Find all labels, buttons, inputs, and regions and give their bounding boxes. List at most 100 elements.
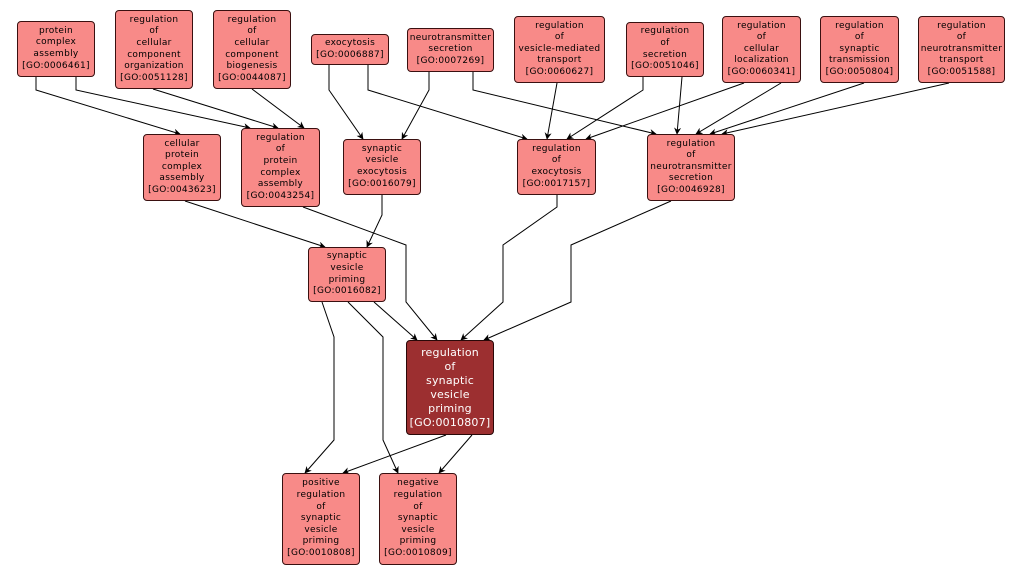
node-label-line: of (554, 32, 565, 43)
go-node-go0006887[interactable]: exocytosis[GO:0006887] (311, 34, 389, 65)
edge-GO0043254-to-GO0010807 (302, 206, 438, 341)
node-go-id: [GO:0006887] (316, 49, 384, 60)
node-label-line: synaptic (300, 513, 342, 524)
node-label-line: assembly (159, 173, 205, 184)
node-go-id: [GO:0043623] (148, 184, 216, 195)
node-label-line: localization (734, 55, 789, 66)
node-label-line: protein (164, 150, 200, 161)
node-label-line: transport (537, 55, 582, 66)
edge-GO0060627-to-GO0017157 (544, 82, 558, 140)
node-label-line: complex (35, 37, 77, 48)
node-go-id: [GO:0010808] (287, 547, 355, 558)
edge-GO0017157-to-GO0010807 (460, 195, 558, 341)
node-label-line: vesicle (401, 524, 435, 535)
node-label-line: vesicle (330, 262, 364, 273)
edge-GO0010807-to-GO0010808 (342, 434, 447, 475)
node-label-line: of (247, 26, 257, 37)
edge-GO0016079-to-GO0016082 (366, 195, 383, 248)
node-go-id: [GO:0007269] (416, 55, 485, 66)
node-label-line: regulation (421, 345, 479, 359)
node-label-line: of (660, 37, 670, 48)
node-label-line: regulation (393, 490, 443, 501)
node-label-line: protein (263, 155, 298, 166)
node-label-line: of (413, 501, 423, 512)
edge-GO0046928-to-GO0010807 (483, 200, 672, 341)
edge-GO0051588-to-GO0046928 (721, 82, 950, 137)
edge-GO0006887-to-GO0016079 (328, 65, 364, 140)
node-go-id: [GO:0060341] (727, 66, 796, 77)
node-label-line: regulation (737, 20, 786, 31)
edge-GO0060341-to-GO0046928 (695, 82, 782, 135)
edge-GO0051046-to-GO0046928 (674, 76, 683, 135)
node-label-line: of (854, 32, 865, 43)
node-label-line: component (225, 49, 279, 60)
node-label-line: assembly (257, 179, 304, 190)
edge-GO0016082-to-GO0010807 (373, 301, 418, 341)
edge-GO0007269-to-GO0016079 (401, 72, 430, 140)
node-label-line: organization (124, 61, 184, 72)
node-label-line: of (756, 32, 767, 43)
node-label-line: exocytosis (356, 167, 408, 177)
node-go-id: [GO:0044087] (218, 72, 286, 83)
node-label-line: exocytosis (531, 167, 582, 177)
node-go-id: [GO:0046928] (657, 184, 725, 195)
node-label-line: exocytosis (324, 37, 376, 48)
node-label-line: regulation (640, 26, 690, 37)
node-label-line: vesicle (304, 524, 338, 535)
node-label-line: synaptic (326, 251, 368, 262)
node-go-id: [GO:0050804] (825, 66, 894, 77)
node-label-line: priming (399, 536, 437, 547)
edge-GO0050804-to-GO0046928 (709, 82, 865, 136)
node-go-id: [GO:0016079] (348, 178, 416, 189)
node-label-line: assembly (33, 49, 79, 59)
node-label-line: neurotransmitter (650, 161, 732, 172)
edge-GO0016082-to-GO0010808 (304, 301, 335, 474)
node-label-line: cellular (234, 37, 270, 48)
edge-GO0051128-to-GO0043254 (152, 88, 279, 130)
edge-GO0006461-to-GO0043254 (75, 77, 251, 131)
node-label-line: regulation (535, 20, 584, 31)
node-label-line: cellular (136, 37, 172, 48)
node-go-id: [GO:0051046] (631, 61, 699, 72)
node-label-line: secretion (668, 173, 714, 184)
node-label-line: synaptic (426, 373, 474, 387)
node-label-line: transmission (828, 55, 891, 66)
edge-GO0016082-to-GO0010809 (347, 301, 399, 474)
node-label-line: regulation (256, 132, 305, 143)
node-label-line: regulation (937, 20, 986, 31)
node-label-line: vesicle-mediated (518, 43, 601, 54)
node-label-line: complex (161, 161, 203, 172)
node-go-id: [GO:0010809] (384, 547, 452, 558)
edge-GO0010807-to-GO0010809 (438, 434, 473, 474)
node-label-line: component (127, 49, 181, 60)
edge-GO0043623-to-GO0016082 (184, 200, 326, 249)
node-label-line: secretion (642, 49, 688, 60)
edge-GO0006461-to-GO0043623 (35, 77, 181, 136)
edge-GO0007269-to-GO0046928 (472, 72, 657, 136)
node-go-id: [GO:0043254] (246, 190, 315, 201)
node-label-line: regulation (129, 14, 179, 25)
node-label-line: synaptic (839, 43, 880, 54)
node-label-line: synaptic (397, 513, 439, 524)
edge-GO0051046-to-GO0017157 (566, 77, 644, 140)
node-label-line: neurotransmitter (920, 43, 1003, 54)
